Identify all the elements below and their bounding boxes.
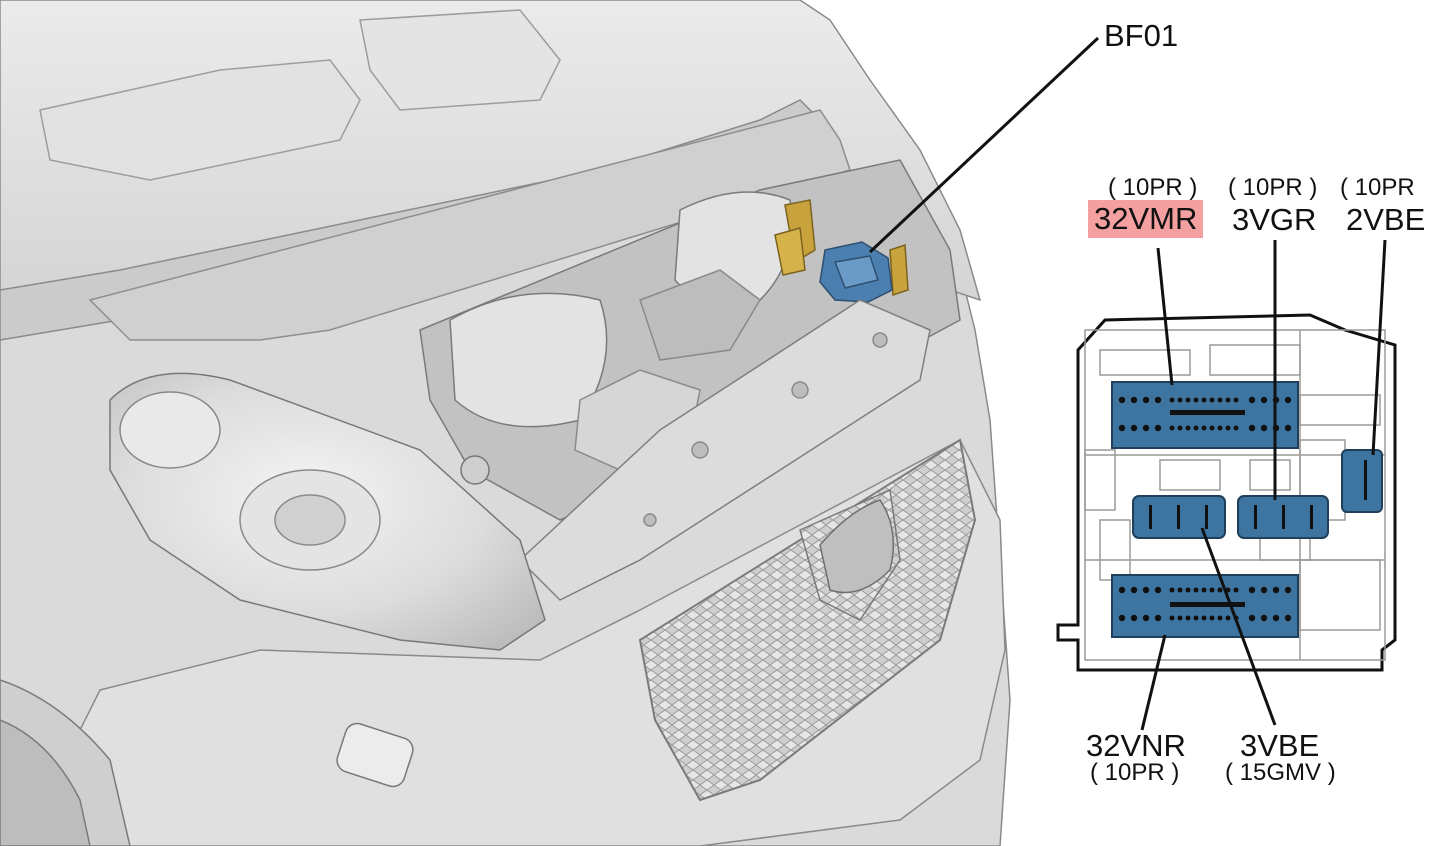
leader-lines [868, 36, 1387, 731]
leader-bf01 [868, 36, 1100, 254]
connector-3vgr [1237, 495, 1329, 539]
label-3vbe: 3VBE [1240, 728, 1320, 763]
vehicle-front-illustration [0, 0, 1011, 846]
connector-3vbe [1132, 495, 1226, 539]
label-3vgr: 3VGR [1232, 202, 1317, 237]
spec-32vnr: ( 10PR ) [1090, 759, 1180, 786]
connector-32vnr [1111, 574, 1299, 638]
spec-32vmr: ( 10PR ) [1108, 174, 1198, 201]
callout-label-bf01: BF01 [1104, 18, 1179, 53]
leader-32vnr [1140, 634, 1167, 731]
leader-3vbe [1200, 527, 1277, 726]
connector-2vbe [1341, 449, 1383, 513]
connector-32vmr [1111, 381, 1299, 449]
spec-2vbe: ( 10PR [1340, 174, 1415, 201]
leader-32vmr [1156, 247, 1174, 386]
label-32vmr: 32VMR [1088, 200, 1204, 238]
leader-2vbe [1371, 239, 1387, 456]
label-2vbe: 2VBE [1346, 202, 1426, 237]
label-32vnr: 32VNR [1086, 728, 1186, 763]
spec-3vbe: ( 15GMV ) [1225, 759, 1336, 786]
lion-emblem-icon [819, 499, 895, 594]
spec-3vgr: ( 10PR ) [1228, 174, 1318, 201]
fuse-box-diagram [1056, 313, 1397, 672]
